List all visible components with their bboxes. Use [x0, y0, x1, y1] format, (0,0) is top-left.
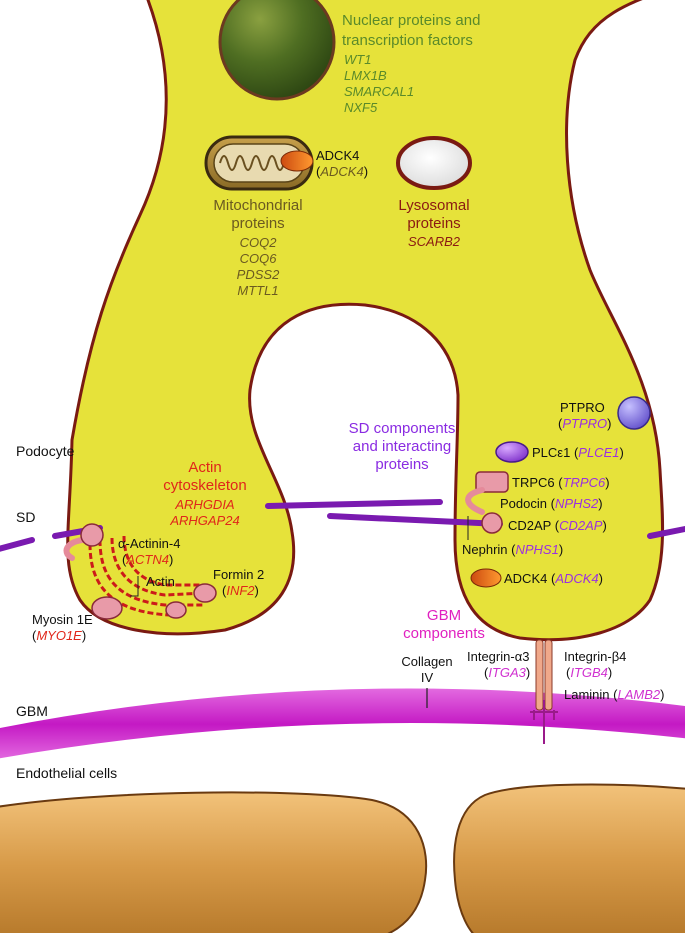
actin-node-icon [165, 601, 187, 619]
collagen-label: Collagen [401, 654, 452, 669]
gbm-heading: components [403, 625, 485, 642]
lyso-heading: proteins [407, 215, 460, 232]
integrin-b4-gene: (ITGB4) [566, 665, 612, 680]
formin-icon [193, 583, 217, 603]
ptpro-protein: PTPRO [560, 400, 605, 415]
adck4-foot-icon [470, 568, 502, 588]
sd-heading: and interacting [353, 438, 451, 455]
mito-heading: proteins [231, 215, 284, 232]
actin-heading: Actin [188, 459, 221, 476]
nuclear-gene: NXF5 [344, 100, 378, 115]
nuclear-gene: WT1 [344, 52, 371, 67]
mito-gene: PDSS2 [237, 267, 280, 282]
actin-gene: ARHGAP24 [169, 513, 239, 528]
nuclear-gene: SMARCAL1 [344, 84, 414, 99]
ptpro-icon [617, 396, 651, 430]
nucleus [218, 0, 336, 101]
mito-gene: COQ6 [240, 251, 278, 266]
actin-bracket [130, 576, 139, 597]
sd-label: SD [16, 509, 35, 525]
adck4-mito-icon [280, 150, 314, 172]
endothelial-cell-left [0, 791, 428, 933]
laminin-label: Laminin (LAMB2) [564, 687, 664, 702]
gbm-band [0, 688, 685, 759]
nephrin-label: Nephrin (NPHS1) [462, 542, 563, 557]
nuclear-gene: LMX1B [344, 68, 387, 83]
actinin-gene: (ACTN4) [122, 552, 173, 567]
podocin-label: Podocin (NPHS2) [500, 496, 603, 511]
mito-heading: Mitochondrial [213, 197, 302, 214]
cd2ap-label: CD2AP (CD2AP) [508, 518, 607, 533]
endothelial-label: Endothelial cells [16, 765, 117, 781]
actin-heading: cytoskeleton [163, 477, 246, 494]
actin-filaments [88, 535, 206, 617]
plce1-label: PLCε1 (PLCE1) [532, 445, 624, 460]
integrin-a3-protein: Integrin-α3 [467, 649, 529, 664]
nuclear-heading: Nuclear proteins and [342, 12, 480, 29]
lyso-gene: SCARB2 [408, 234, 461, 249]
gbm-heading: GBM [427, 607, 461, 624]
lysosome [396, 136, 472, 190]
podocyte-label: Podocyte [16, 443, 75, 459]
integrin-a3-gene: (ITGA3) [484, 665, 530, 680]
laminin-icon [530, 700, 558, 744]
lyso-heading: Lysosomal [398, 197, 469, 214]
sd-heading: SD components [349, 420, 456, 437]
plce1-icon [495, 441, 529, 463]
collagen-label: IV [421, 670, 434, 685]
sd-heading: proteins [375, 456, 428, 473]
cd2ap-icon [481, 512, 503, 534]
myosin-gene: (MYO1E) [32, 628, 86, 643]
ptpro-gene: (PTPRO) [558, 416, 611, 431]
mito-adck4-gene: (ADCK4) [316, 164, 368, 179]
actin-gene: ARHGDIA [174, 497, 234, 512]
formin-gene: (INF2) [222, 583, 259, 598]
adck4-foot-label: ADCK4 (ADCK4) [504, 571, 603, 586]
podocyte-cell-body [66, 0, 665, 642]
myosin-icon [91, 596, 123, 620]
nuclear-heading: transcription factors [342, 32, 473, 49]
trpc6-label: TRPC6 (TRPC6) [512, 475, 610, 490]
gbm-label: GBM [16, 703, 48, 719]
mito-adck4-protein: ADCK4 [316, 148, 359, 163]
actin-label: Actin [146, 574, 175, 589]
actinin-protein: α-Actinin-4 [118, 536, 180, 551]
endothelial-cell-right [453, 783, 685, 933]
mito-gene: COQ2 [240, 235, 278, 250]
integrin-b4-protein: Integrin-β4 [564, 649, 626, 664]
integrin-icon [535, 639, 553, 711]
podocin-hook-icon [465, 487, 485, 515]
mito-gene: MTTL1 [237, 283, 278, 298]
trpc6-icon [475, 471, 509, 493]
myosin-protein: Myosin 1E [32, 612, 93, 627]
actinin-icon [80, 523, 104, 547]
formin-protein: Formin 2 [213, 567, 264, 582]
